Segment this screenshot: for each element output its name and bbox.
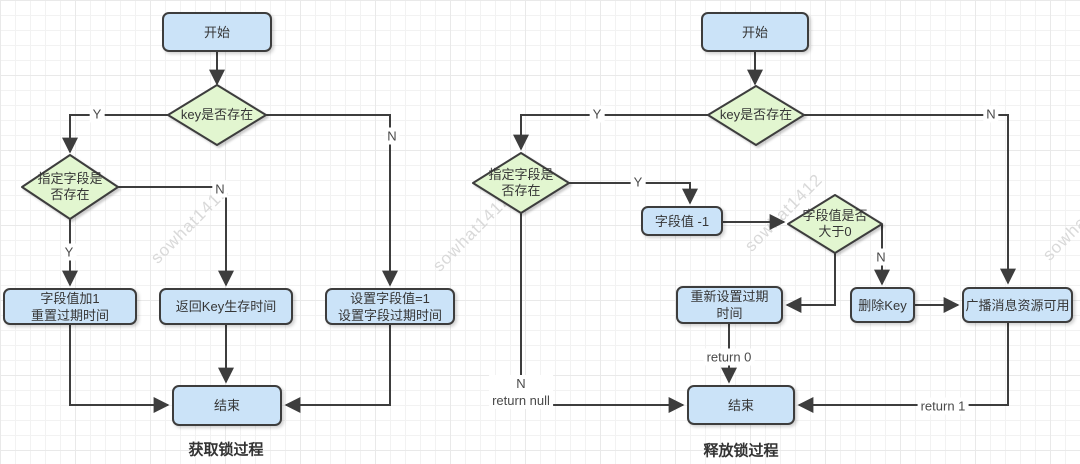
edge-keyexists-no-right	[804, 114, 1016, 285]
node-end-right: 结束	[687, 385, 795, 425]
node-incr-field: 字段值加1 重置过期时间	[3, 288, 137, 325]
edge-label-null-return: N return null	[489, 375, 553, 409]
node-label: 字段值 -1	[654, 213, 710, 229]
node-end-left: 结束	[172, 385, 282, 426]
decision-gt-zero	[787, 194, 883, 254]
edge-label-key-yes-left: Y	[89, 105, 105, 123]
edge-setfield-to-end	[284, 325, 391, 413]
decision-field-exists-right	[472, 152, 570, 214]
node-set-field: 设置字段值=1 设置字段过期时间	[325, 288, 455, 325]
node-return-ttl: 返回Key生存时间	[159, 288, 293, 325]
node-label-line: 设置字段值=1	[350, 290, 430, 306]
decision-key-exists-right	[707, 85, 805, 146]
decision-key-exists-left	[167, 84, 267, 146]
edge-label-line: N	[516, 376, 526, 391]
node-label: 开始	[741, 24, 768, 40]
chart-title-release-lock: 释放锁过程	[703, 442, 779, 460]
edge-keyexists-no-left	[266, 114, 398, 287]
node-label: 返回Key生存时间	[175, 299, 277, 314]
node-delete-key: 删除Key	[850, 287, 915, 323]
node-label: 广播消息资源可用	[965, 297, 1070, 313]
edge-gtzero-yes-to-reset	[785, 253, 836, 313]
edge-label-key-yes-right: Y	[589, 105, 605, 123]
node-label-line: 重新设置过期	[690, 289, 769, 304]
node-label-line: 重置过期时间	[30, 307, 109, 323]
edge-label-key-no-left: N	[384, 127, 400, 145]
edge-label-gt-no: N	[873, 248, 889, 266]
edge-label-field-yes-right: Y	[630, 173, 646, 191]
node-label-line: 字段值加1	[40, 290, 100, 306]
node-label: 结束	[727, 397, 754, 413]
edge-keyexists-yes-right	[513, 114, 708, 151]
node-decr-field: 字段值 -1	[641, 206, 723, 236]
edge-label-field-yes-left: Y	[61, 243, 77, 261]
edge-broadcast-to-end	[797, 323, 1009, 413]
node-start-left: 开始	[162, 12, 272, 52]
node-label: 开始	[203, 24, 230, 40]
edge-label-field-no-left: N	[212, 180, 228, 198]
node-start-right: 开始	[701, 12, 809, 52]
edge-keyexists-yes-left	[62, 114, 168, 154]
edge-incr-to-end	[69, 325, 170, 413]
decision-field-exists-left	[21, 154, 119, 220]
edge-fieldexists-no-left	[118, 186, 234, 287]
chart-title-acquire-lock: 获取锁过程	[188, 441, 264, 459]
node-broadcast: 广播消息资源可用	[962, 287, 1073, 323]
node-label-line: 设置字段过期时间	[337, 307, 442, 323]
edge-label-line: return null	[492, 393, 550, 408]
node-label-line: 时间	[716, 306, 743, 321]
node-label: 结束	[213, 398, 240, 413]
edge-fieldexists-yes-right	[569, 182, 698, 205]
node-label: 删除Key	[858, 297, 907, 313]
edge-label-return0: return 0	[703, 348, 755, 366]
node-reset-expire: 重新设置过期 时间	[676, 286, 783, 324]
edge-label-return1: return 1	[917, 397, 969, 415]
edge-label-key-no-right: N	[983, 105, 999, 123]
